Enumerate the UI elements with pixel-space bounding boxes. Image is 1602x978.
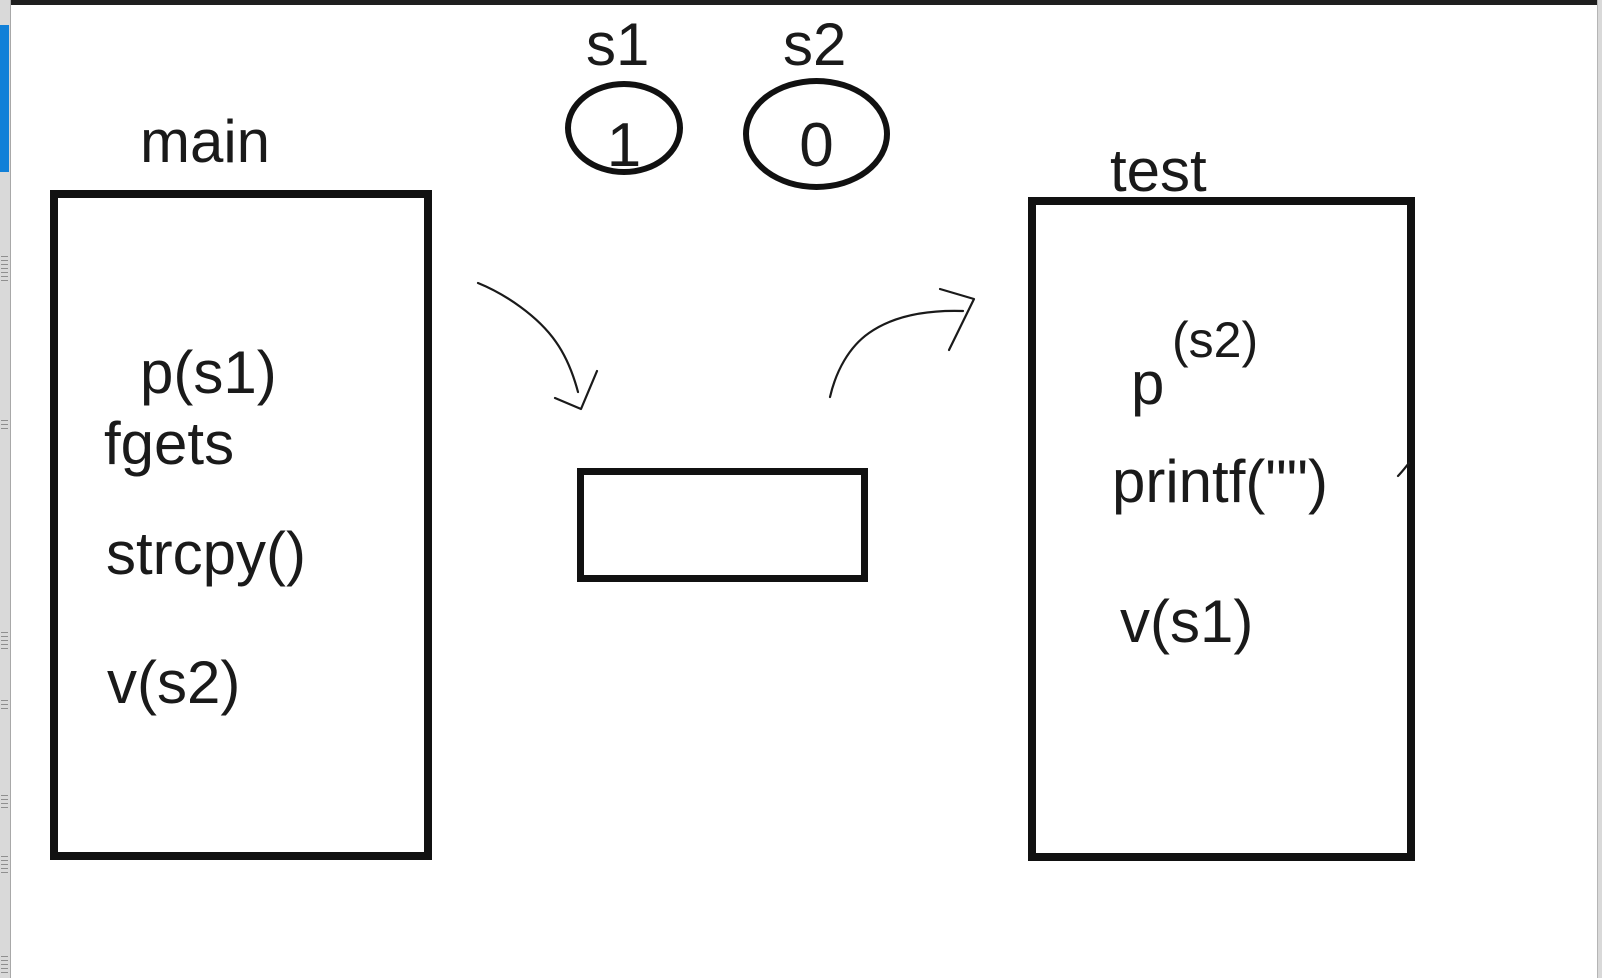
arrow-main-to-buffer-icon (476, 281, 599, 411)
semaphore-s1-value: 1 (606, 111, 642, 180)
semaphore-s1-label: s1 (586, 11, 650, 78)
buffer-rect (577, 468, 868, 582)
test-box-title: test (1110, 137, 1207, 204)
semaphore-s1-circle (565, 81, 683, 175)
left-window-edge[interactable] (0, 0, 11, 978)
semaphore-s2-circle (743, 78, 890, 190)
arrow-buffer-to-test-icon (828, 287, 976, 399)
blue-scrollbar-thumb[interactable] (0, 25, 9, 172)
main-box-line: p(s1) (140, 339, 277, 406)
main-box-line: v(s2) (107, 649, 241, 716)
main-box (50, 190, 432, 860)
main-box-line: fgets (104, 410, 235, 477)
canvas-top-border (10, 0, 1598, 5)
right-window-edge[interactable] (1597, 0, 1602, 978)
test-box (1028, 197, 1415, 861)
test-box-p-call: p (1131, 350, 1165, 417)
test-box-p-call-arg: (s2) (1172, 312, 1259, 368)
main-box-line: strcpy() (106, 520, 306, 587)
edge-artifact (1, 632, 8, 650)
edge-artifact (1, 956, 8, 976)
edge-artifact (1, 856, 8, 874)
semaphore-s2-label: s2 (783, 11, 847, 78)
test-box-line: v(s1) (1120, 588, 1254, 655)
edge-artifact (1, 795, 8, 811)
edge-artifact (1, 700, 8, 710)
main-box-title: main (140, 108, 271, 175)
semaphore-s2-value: 0 (799, 111, 834, 180)
test-box-line: printf("") (1112, 448, 1328, 515)
edge-artifact (1, 256, 8, 282)
edge-artifact (1, 420, 8, 430)
